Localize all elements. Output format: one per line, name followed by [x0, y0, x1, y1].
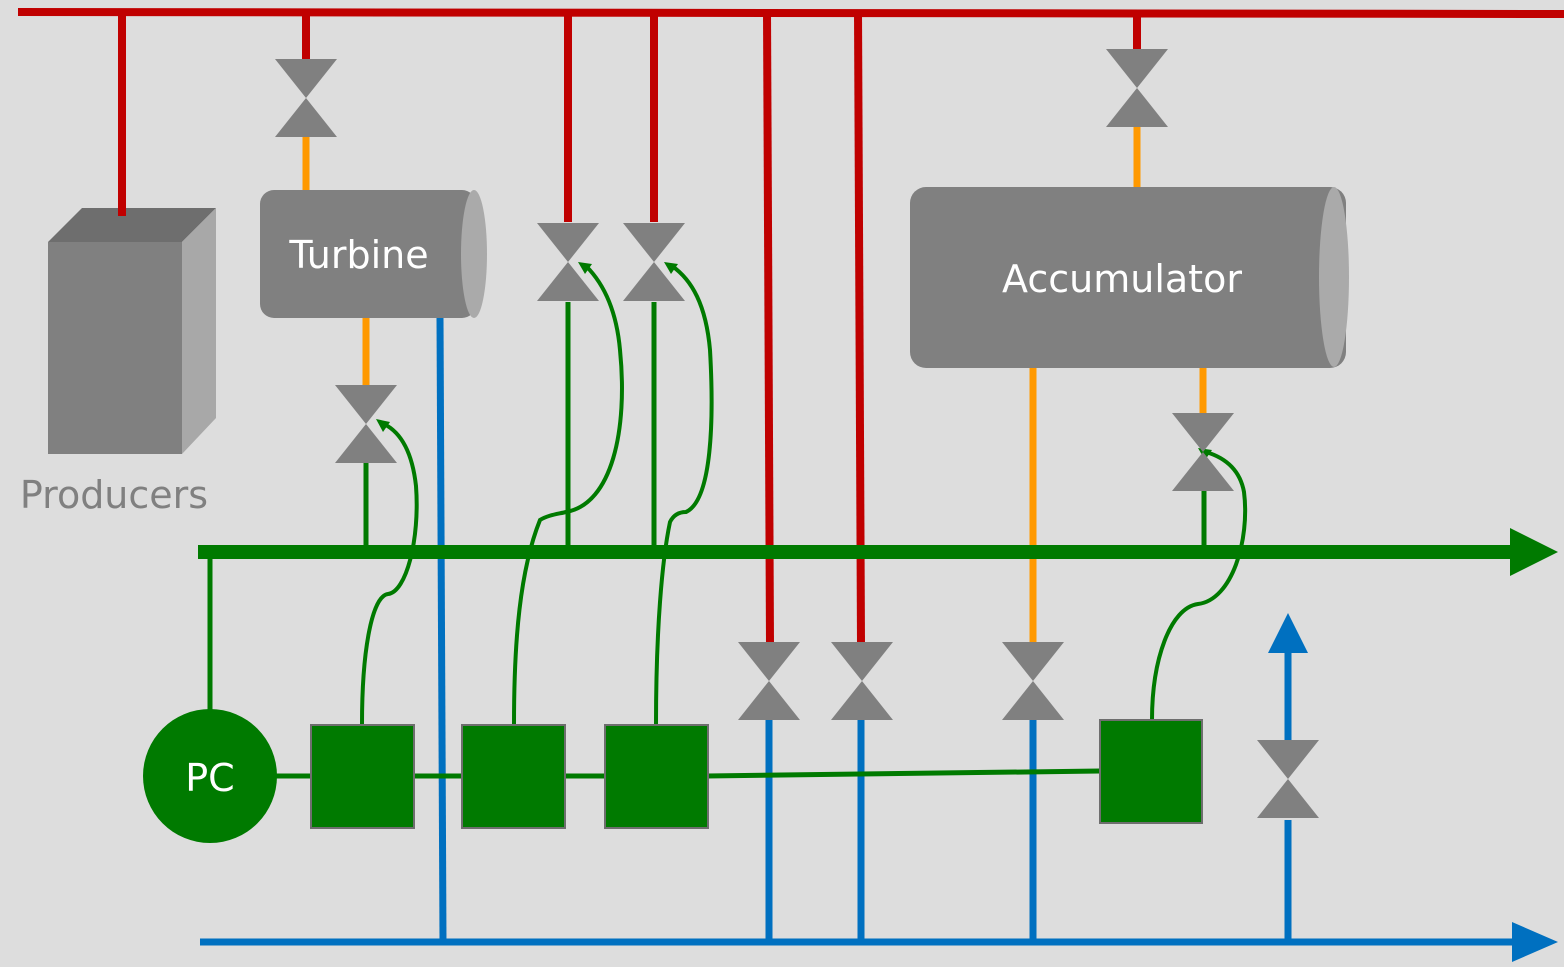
low-pressure-lines — [302, 124, 1207, 644]
accumulator-drain-valve-icon[interactable] — [1002, 642, 1064, 720]
control-block-4[interactable] — [1099, 719, 1203, 824]
turbine-label: Turbine — [288, 233, 428, 277]
pressure-controller-label: PC — [185, 756, 234, 800]
signal-curves — [360, 264, 1248, 725]
bypass-valve-1-icon[interactable] — [537, 223, 599, 301]
condensate-lines — [200, 317, 1514, 946]
signal-bus-arrow-icon — [1510, 528, 1558, 576]
control-block-2[interactable] — [461, 724, 566, 829]
accumulator-unit — [910, 187, 1349, 368]
control-block-3[interactable] — [604, 724, 709, 829]
producers-label: Producers — [20, 473, 208, 517]
steam-drain-valve-1-icon[interactable] — [738, 642, 800, 720]
condensate-outlet-arrow-icon — [1512, 922, 1558, 962]
producers-unit — [48, 208, 216, 454]
steam-drain-valve-2-icon[interactable] — [831, 642, 893, 720]
bypass-valve-2-icon[interactable] — [623, 223, 685, 301]
signal-arrowheads — [376, 262, 1212, 460]
signal-lines — [207, 302, 1207, 779]
vent-valve-icon[interactable] — [1257, 740, 1319, 818]
accumulator-label: Accumulator — [1002, 257, 1242, 301]
accumulator-charge-valve-icon[interactable] — [1106, 49, 1168, 127]
vent-arrow-icon — [1268, 613, 1308, 653]
steam-header-lines — [17, 8, 1564, 645]
turbine-inlet-valve-icon[interactable] — [275, 59, 337, 137]
control-blocks — [310, 719, 1203, 829]
accumulator-discharge-valve-icon[interactable] — [1172, 413, 1234, 491]
control-block-1[interactable] — [310, 724, 415, 829]
pressure-controller[interactable] — [143, 709, 277, 843]
turbine-unit — [260, 190, 487, 318]
